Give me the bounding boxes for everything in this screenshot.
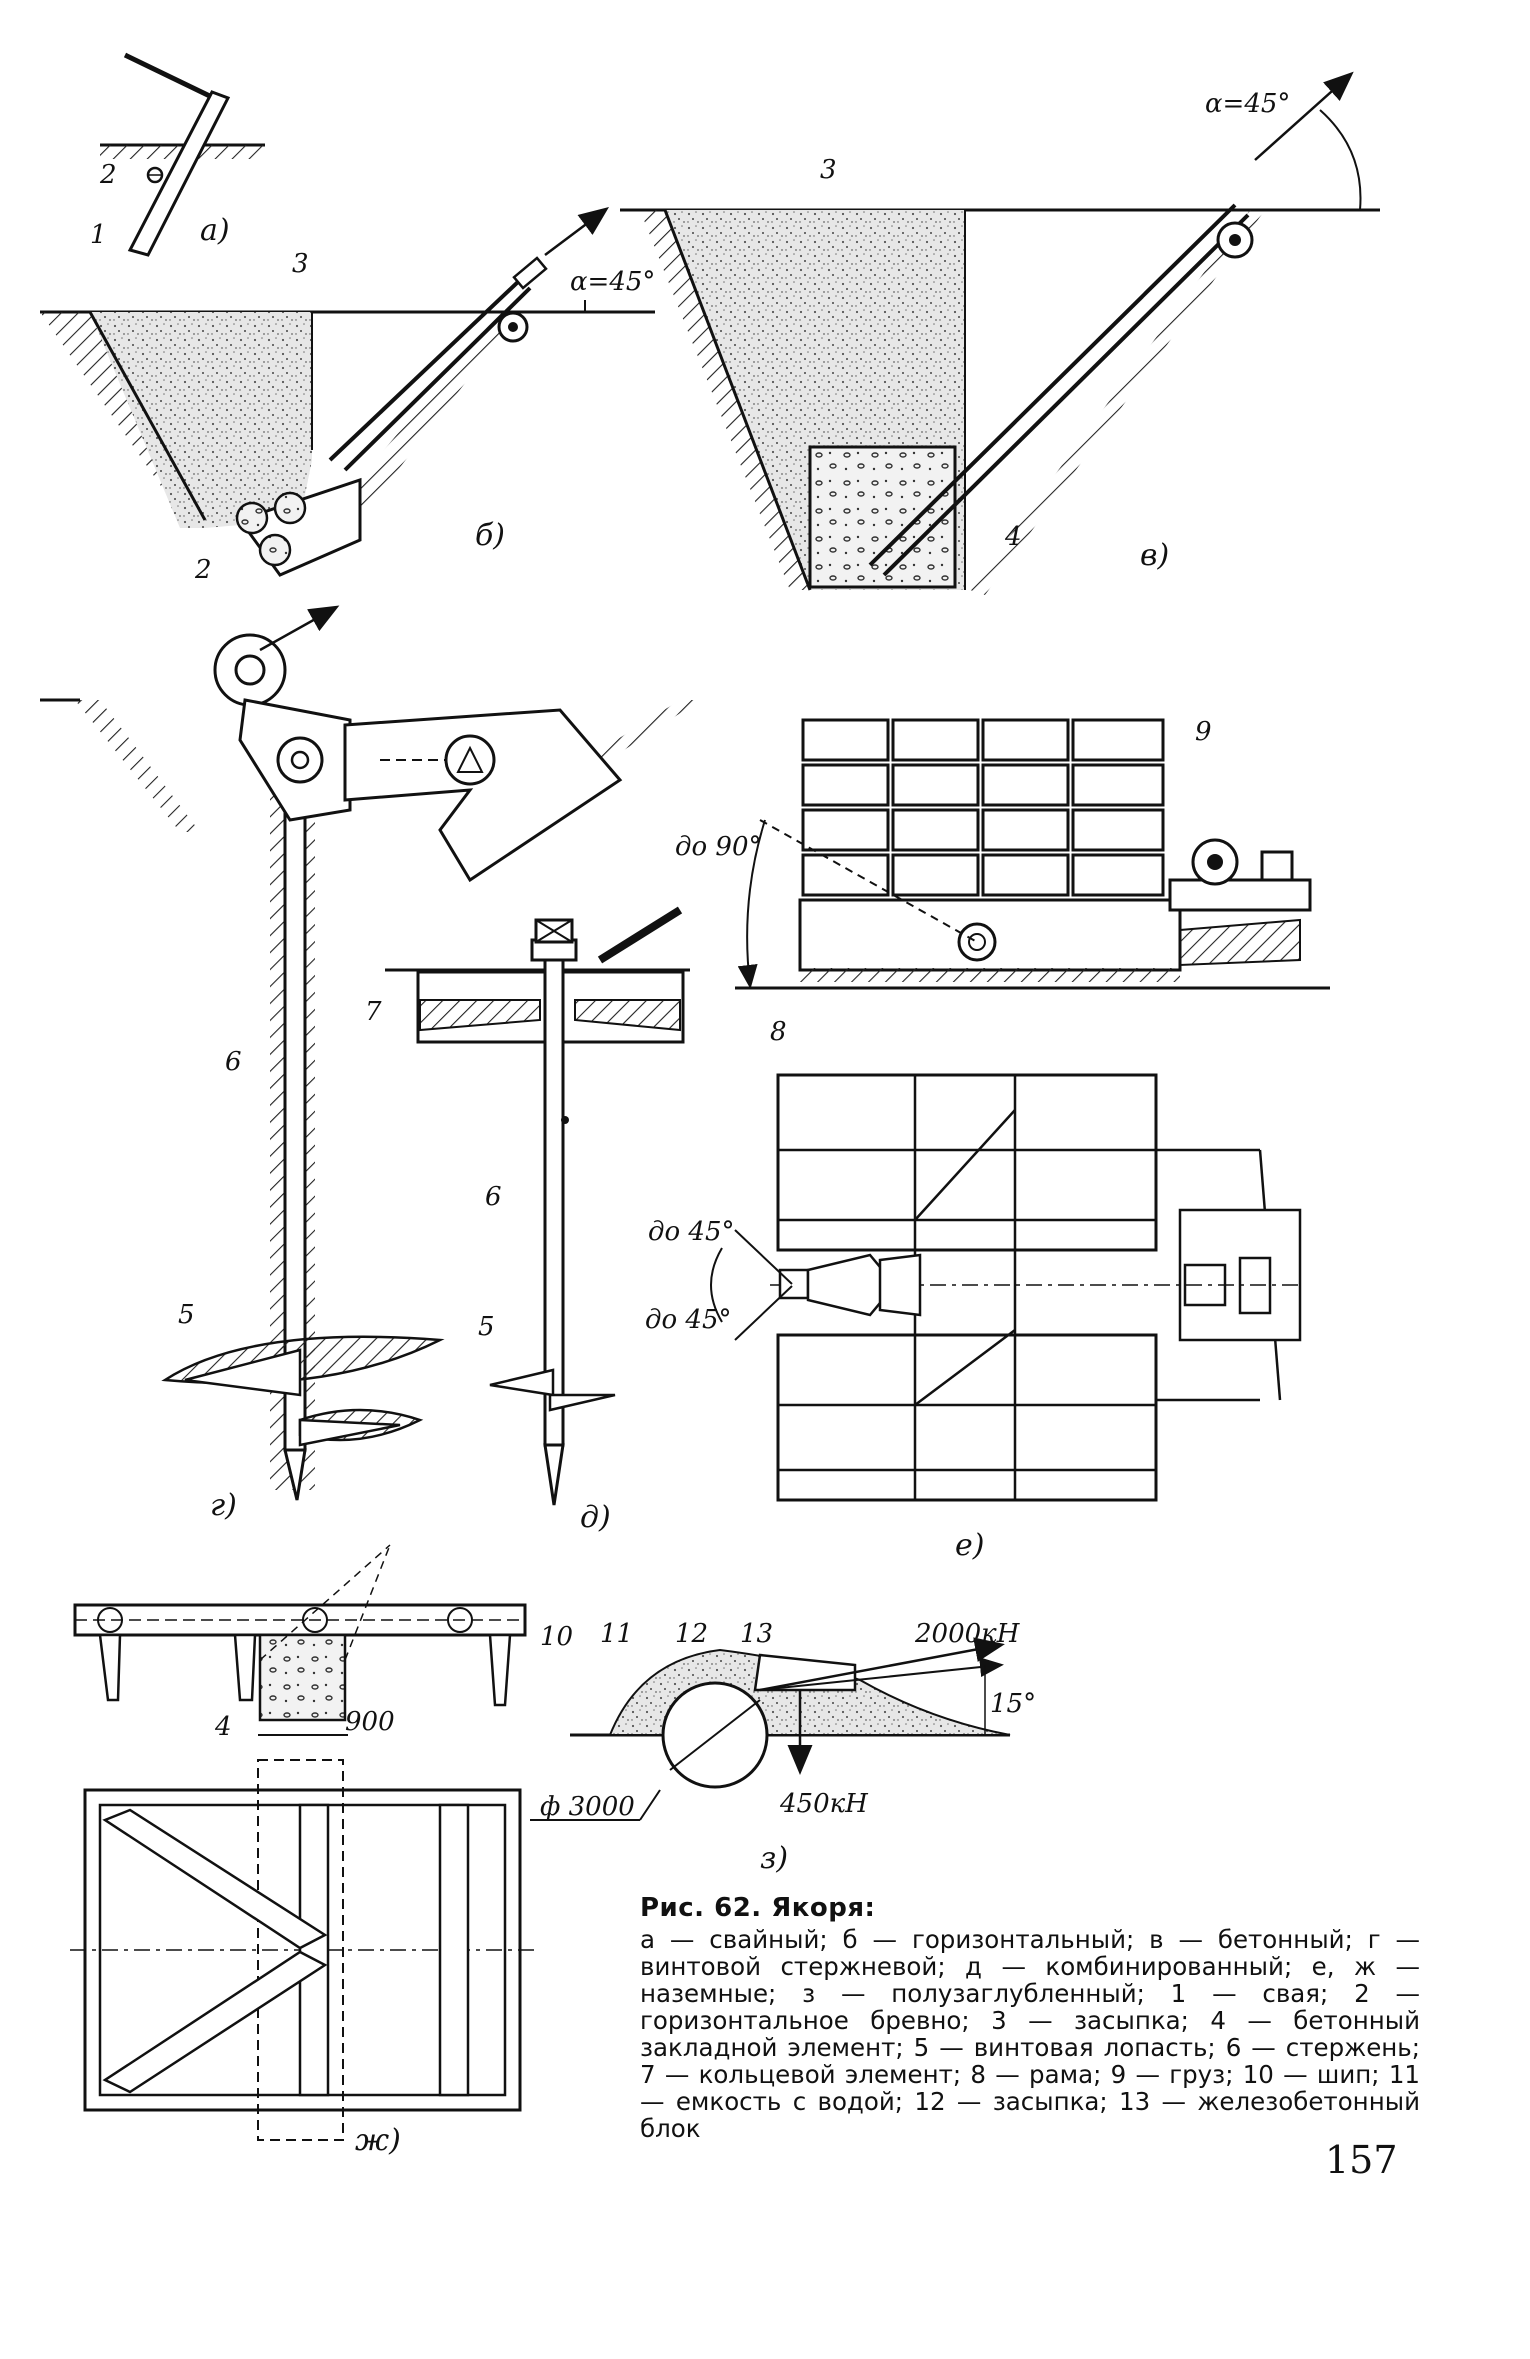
figure-caption: Рис. 62. Якоря: а — свайный; б — горизон…: [640, 1893, 1420, 2143]
panel-label-z: з): [760, 1841, 788, 1876]
force-2000: 2000кН: [914, 1619, 1021, 1649]
label-1-a: 1: [90, 220, 107, 250]
label-2-a: 2: [99, 160, 117, 190]
ballast-blocks: [801, 718, 1165, 897]
panel-b-horizontal-anchor: α=45° 3 2 б): [40, 207, 655, 585]
label-2-b: 2: [194, 555, 212, 585]
label-4-zh: 4: [214, 1712, 232, 1742]
panel-label-g: г): [210, 1488, 237, 1523]
label-4-v: 4: [1004, 522, 1022, 552]
panel-label-e: е): [955, 1528, 984, 1563]
angle-45-bottom: до 45°: [645, 1305, 731, 1335]
panel-d-combined-anchor: 7 6 5 д): [365, 906, 690, 1535]
alpha-v: α=45°: [1205, 89, 1290, 119]
panel-g-screw-anchor: 6 5 г): [40, 605, 700, 1523]
panel-label-v: в): [1140, 538, 1169, 573]
label-3-v: 3: [820, 155, 837, 185]
label-12-z: 12: [675, 1619, 708, 1649]
label-7-d: 7: [365, 997, 382, 1027]
angle-15: 15°: [990, 1689, 1036, 1719]
label-5-d: 5: [478, 1312, 495, 1342]
caption-body: а — свайный; б — горизонтальный; в — бет…: [640, 1925, 1420, 2143]
panel-v-concrete-anchor: α=45° 3 4 в): [620, 71, 1380, 595]
label-13-z: 13: [740, 1619, 773, 1649]
label-8-e: 8: [770, 1017, 787, 1047]
label-3-b: 3: [292, 249, 309, 279]
dim-900: 900: [345, 1707, 395, 1737]
page-number: 157: [1325, 2138, 1398, 2182]
dim-3000: ф 3000: [540, 1792, 635, 1822]
panel-z-semiburied-anchor: 11 12 13 2000кН 15° 450кН ф 3000 з): [530, 1619, 1036, 1876]
caption-title: Рис. 62. Якоря:: [640, 1893, 876, 1923]
panel-label-b: б): [475, 518, 505, 553]
label-6-g: 6: [225, 1047, 242, 1077]
panel-zh-frame-anchor: 900 4 10 ж): [70, 1544, 573, 2158]
panel-a-pile-anchor: 2 1 а): [90, 52, 265, 257]
panel-label-a: а): [200, 213, 230, 248]
label-9-e: 9: [1195, 717, 1212, 747]
label-5-g: 5: [178, 1300, 195, 1330]
panel-e-surface-anchor: до 90° 9 8 до 45° до 45° е): [645, 717, 1330, 1563]
label-10-zh: 10: [540, 1622, 573, 1652]
alpha-b: α=45°: [570, 267, 655, 297]
label-6-d: 6: [485, 1182, 502, 1212]
panel-label-d: д): [580, 1500, 611, 1535]
label-11-z: 11: [600, 1619, 633, 1649]
angle-45-top: до 45°: [648, 1217, 734, 1247]
panel-label-zh: ж): [355, 2123, 401, 2158]
angle-90: до 90°: [675, 832, 761, 862]
force-450: 450кН: [779, 1789, 869, 1819]
